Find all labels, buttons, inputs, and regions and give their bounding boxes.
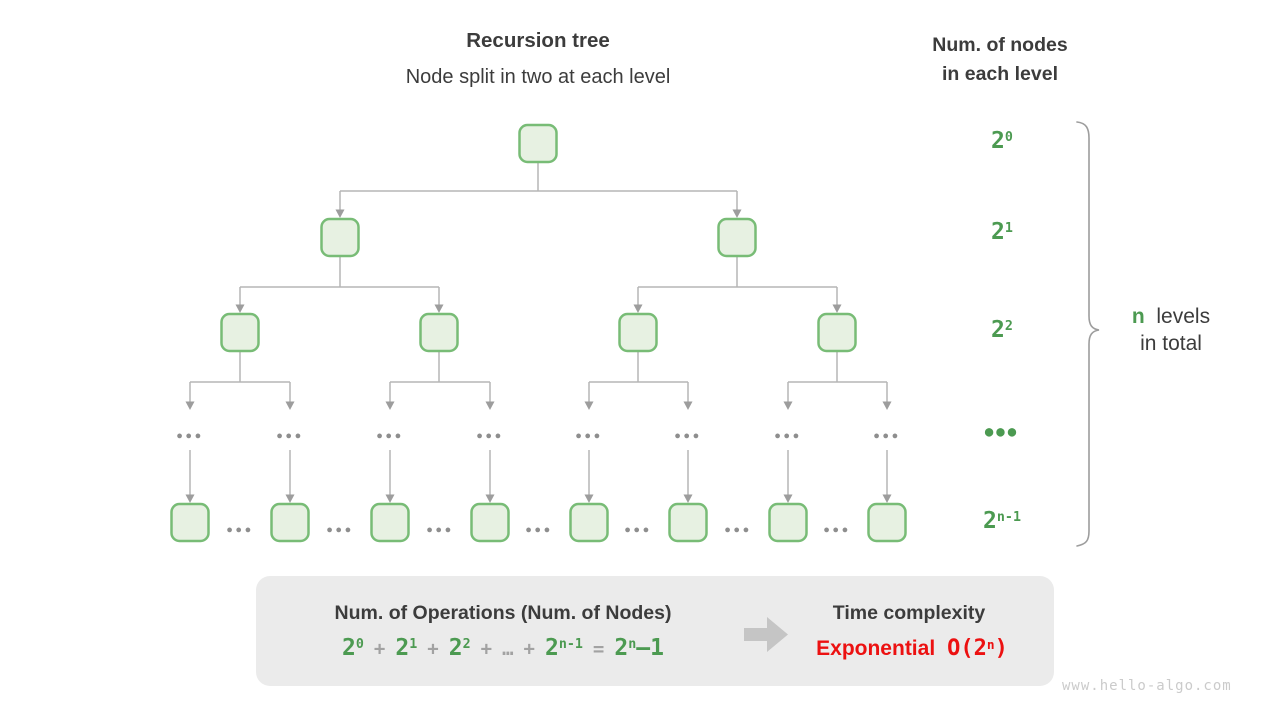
operations-title: Num. of Operations (Num. of Nodes)	[334, 602, 672, 624]
arrowhead	[235, 304, 245, 313]
arrowhead	[683, 494, 693, 503]
ellipsis: ●●●	[326, 524, 354, 536]
tree-node	[867, 502, 907, 543]
formula-token: 2n-1	[544, 635, 583, 661]
complexity-word: Exponential	[816, 637, 936, 660]
tree-node	[370, 502, 410, 543]
level-count-label: 20	[991, 128, 1013, 154]
arrowhead	[385, 494, 395, 503]
ellipsis: ●●●	[724, 524, 752, 536]
ellipsis: ●●●	[674, 430, 702, 442]
tree-node	[320, 217, 360, 258]
formula-token: +	[373, 638, 386, 660]
ellipsis: ●●●	[226, 524, 254, 536]
right-header-line1: Num. of nodes	[932, 34, 1068, 56]
right-header-line2: in each level	[942, 63, 1058, 85]
formula-token: 21	[395, 635, 418, 661]
arrowhead	[832, 304, 842, 313]
operations-formula: 20 +21 +22 + … +2n-1 = 2n–1	[303, 633, 703, 667]
level-count-label: 2n-1	[983, 508, 1021, 534]
big-o-notation: O(2n)	[947, 636, 1008, 661]
brace-label-line2: in total	[1140, 332, 1202, 355]
tree-node	[419, 312, 459, 353]
level-count-label: 22	[991, 317, 1013, 343]
arrowhead	[434, 304, 444, 313]
arrowhead	[584, 494, 594, 503]
ellipsis: ●●●	[476, 430, 504, 442]
arrowhead	[285, 401, 295, 410]
level-count-label: ●●●	[984, 424, 1020, 440]
ellipsis: ●●●	[426, 524, 454, 536]
formula-token: =	[592, 638, 605, 660]
complexity-result: Exponential O(2n)	[792, 635, 1032, 666]
summary-box	[256, 576, 1054, 686]
n-variable: n	[1131, 305, 1145, 328]
ellipsis: ●●●	[575, 430, 603, 442]
tree-node	[569, 502, 609, 543]
ellipsis: ●●●	[276, 430, 304, 442]
tree-node	[470, 502, 510, 543]
tree-node	[170, 502, 210, 543]
arrowhead	[335, 209, 345, 218]
formula-token: +	[480, 638, 493, 660]
right-column-header: Num. of nodes in each level	[900, 31, 1100, 89]
ellipsis: ●●●	[774, 430, 802, 442]
arrowhead	[485, 401, 495, 410]
arrowhead	[285, 494, 295, 503]
page-subtitle: Node split in two at each level	[405, 66, 671, 88]
arrowhead	[683, 401, 693, 410]
arrowhead	[385, 401, 395, 410]
right-arrow-icon	[744, 617, 788, 652]
ellipsis: ●●●	[624, 524, 652, 536]
tree-node	[717, 217, 757, 258]
arrowhead	[783, 494, 793, 503]
tree-node	[270, 502, 310, 543]
arrowhead	[633, 304, 643, 313]
ellipsis: ●●●	[376, 430, 404, 442]
ellipsis: ●●●	[873, 430, 901, 442]
arrowhead	[783, 401, 793, 410]
ellipsis: ●●●	[823, 524, 851, 536]
brace-label-line1: n levels	[1101, 303, 1241, 330]
tree-node	[518, 123, 558, 164]
formula-token: 20	[342, 635, 364, 661]
formula-token: +	[427, 638, 439, 660]
arrowhead	[485, 494, 495, 503]
level-count-label: 21	[991, 219, 1013, 245]
brace	[1076, 121, 1100, 547]
tree-node	[768, 502, 808, 543]
brace-label: n levels in total	[1101, 303, 1241, 357]
time-complexity-title: Time complexity	[832, 602, 986, 624]
brace-label-levels: levels	[1156, 305, 1211, 328]
formula-token: 22	[448, 635, 471, 661]
page-title: Recursion tree	[466, 29, 610, 52]
ellipsis: ●●●	[176, 430, 204, 442]
tree-node	[220, 312, 260, 353]
arrowhead	[732, 209, 742, 218]
tree-node	[618, 312, 658, 353]
formula-token: +	[523, 638, 535, 660]
tree-node	[668, 502, 708, 543]
arrowhead	[882, 401, 892, 410]
arrowhead	[185, 494, 195, 503]
formula-token: 2n–1	[614, 635, 664, 661]
arrowhead	[882, 494, 892, 503]
tree-node	[817, 312, 857, 353]
arrowhead	[185, 401, 195, 410]
watermark: www.hello-algo.com	[1062, 678, 1232, 694]
arrowhead	[584, 401, 594, 410]
formula-token: …	[502, 638, 514, 660]
ellipsis: ●●●	[525, 524, 553, 536]
